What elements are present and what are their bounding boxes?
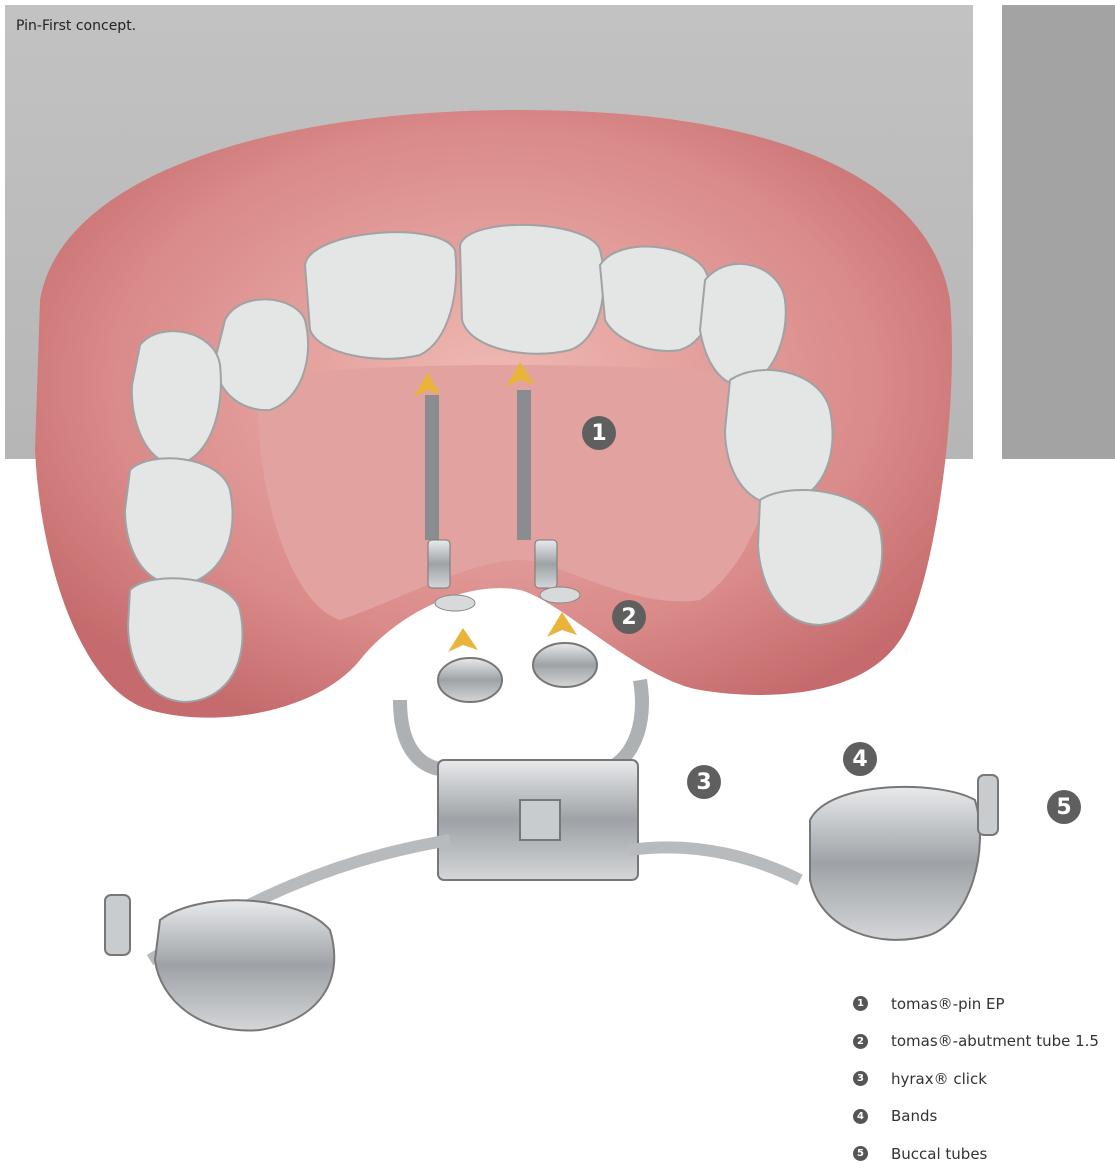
legend-number: 2	[853, 1034, 868, 1049]
legend: 1 tomas®-pin EP 2 tomas®-abutment tube 1…	[853, 985, 1099, 1173]
legend-label: hyrax® click	[891, 1070, 987, 1088]
legend-number: 1	[853, 996, 868, 1011]
legend-number: 3	[853, 1071, 868, 1086]
legend-item: 2 tomas®-abutment tube 1.5	[853, 1023, 1099, 1061]
legend-label: Buccal tubes	[891, 1145, 987, 1163]
legend-label: tomas®-abutment tube 1.5	[891, 1032, 1099, 1050]
callout-1: 1	[582, 416, 616, 450]
callout-4: 4	[843, 742, 877, 776]
legend-item: 5 Buccal tubes	[853, 1135, 1099, 1173]
legend-item: 4 Bands	[853, 1098, 1099, 1136]
figure-caption: Pin-First concept.	[16, 18, 136, 34]
callout-5: 5	[1047, 790, 1081, 824]
legend-label: Bands	[891, 1107, 937, 1125]
legend-label: tomas®-pin EP	[891, 995, 1005, 1013]
legend-number: 4	[853, 1109, 868, 1124]
callout-2: 2	[612, 600, 646, 634]
legend-number: 5	[853, 1146, 868, 1161]
callout-3: 3	[687, 765, 721, 799]
legend-item: 3 hyrax® click	[853, 1060, 1099, 1098]
legend-item: 1 tomas®-pin EP	[853, 985, 1099, 1023]
